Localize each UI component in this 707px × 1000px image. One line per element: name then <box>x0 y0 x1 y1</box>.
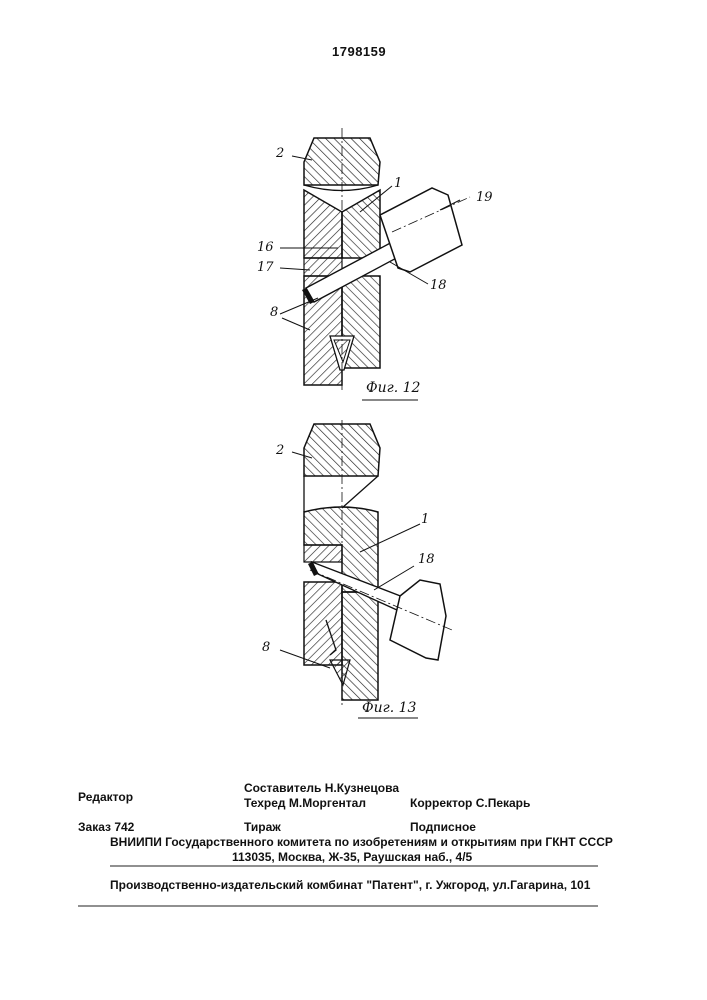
figure-12-drawing <box>280 128 470 400</box>
fig12-label-1: 1 <box>394 176 402 191</box>
fig12-caption: Фиг. 12 <box>366 380 420 396</box>
imprint-editor: Редактор <box>78 790 133 804</box>
fig12-label-18: 18 <box>430 278 447 293</box>
imprint-subscription: Подписное <box>410 820 476 834</box>
fig12-label-17: 17 <box>257 260 274 275</box>
fig13-label-18: 18 <box>418 552 435 567</box>
imprint-address: 113035, Москва, Ж-35, Раушская наб., 4/5 <box>232 850 472 864</box>
imprint-publisher: Производственно-издательский комбинат "П… <box>110 878 590 892</box>
fig13-label-8: 8 <box>262 640 270 655</box>
fig12-label-8: 8 <box>270 305 278 320</box>
imprint-vniipi: ВНИИПИ Государственного комитета по изоб… <box>110 835 613 849</box>
imprint-order: Заказ 742 <box>78 820 134 834</box>
fig12-label-2: 2 <box>276 146 284 161</box>
imprint-corrector: Корректор С.Пекарь <box>410 796 530 810</box>
imprint-compiler: Составитель Н.Кузнецова <box>244 781 399 795</box>
fig12-label-16: 16 <box>257 240 274 255</box>
fig13-label-1: 1 <box>421 512 429 527</box>
fig12-label-19: 19 <box>476 190 493 205</box>
imprint-techred: Техред М.Моргентал <box>244 796 366 810</box>
fig13-part-2 <box>304 424 380 476</box>
figure-13-drawing <box>280 420 452 718</box>
imprint-circulation: Тираж <box>244 820 281 834</box>
fig13-caption: Фиг. 13 <box>362 700 416 716</box>
fig13-label-2: 2 <box>276 443 284 458</box>
fig13-part-8 <box>304 582 342 665</box>
